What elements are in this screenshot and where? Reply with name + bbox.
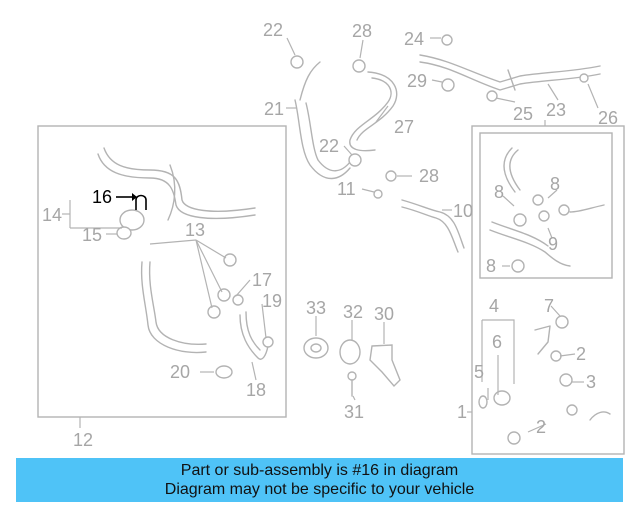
callout-27: 27 [394,117,414,137]
fittings-13 [207,253,274,379]
right-assembly-box [471,125,625,455]
callout-5: 5 [474,362,484,382]
callout-28-b: 28 [419,166,439,186]
callout-7: 7 [544,296,554,316]
flange-33 [303,337,329,359]
callout-33: 33 [306,298,326,318]
callout-25: 25 [513,104,533,124]
pipe-23 [419,54,601,91]
callout-20: 20 [170,362,190,382]
hose-21 [294,61,351,180]
callout-8-b: 8 [550,174,560,194]
callout-10: 10 [453,201,473,221]
right-box-parts [478,147,611,445]
fittings-top [290,34,589,199]
hose-10 [401,199,465,253]
callout-30: 30 [374,304,394,324]
clip-16-icon [135,194,147,210]
hose-27 [349,71,398,152]
callout-31: 31 [344,402,364,422]
callout-16: 16 [92,187,112,207]
hose-upper-left [97,147,256,221]
hose-lower-left [140,261,207,354]
callout-17: 17 [252,270,272,290]
callout-15: 15 [82,225,102,245]
callout-18: 18 [246,380,266,400]
callout-12: 12 [73,430,93,450]
callout-1: 1 [457,402,467,422]
callout-6: 6 [492,332,502,352]
highlight-part-16 [116,193,147,210]
right-inner-box [479,132,613,279]
callout-22-b: 22 [319,136,339,156]
callout-11: 11 [337,179,356,199]
callout-2-b: 2 [536,417,546,437]
hose-18 [239,311,269,360]
banner-line-1: Part or sub-assembly is #16 in diagram [180,462,459,479]
callout-24: 24 [404,29,424,49]
callout-19: 19 [262,291,282,311]
housing-30 [369,344,401,388]
banner-line-2: Diagram may not be specific to your vehi… [164,481,475,498]
callout-22: 22 [263,20,283,40]
callout-2-a: 2 [576,344,586,364]
callout-4: 4 [489,296,499,316]
bolt-31 [347,371,357,397]
callout-8-c: 8 [486,256,496,276]
leader-lines [62,37,599,433]
connector-14 [116,209,145,240]
callout-28: 28 [352,21,372,41]
callout-21: 21 [264,99,284,119]
callout-9: 9 [548,234,558,254]
callout-29: 29 [407,71,427,91]
callout-3: 3 [586,372,596,392]
callout-14: 14 [42,205,62,225]
left-assembly-box [37,125,287,418]
oring-32 [339,339,361,365]
callout-13: 13 [185,220,205,240]
callout-23: 23 [546,100,566,120]
info-banner: Part or sub-assembly is #16 in diagram D… [16,458,623,502]
callout-32: 32 [343,302,363,322]
callout-26: 26 [598,108,618,128]
callout-8-a: 8 [494,182,504,202]
callout-labels: 22 28 24 29 21 27 22 28 11 10 25 23 26 1… [42,20,618,450]
